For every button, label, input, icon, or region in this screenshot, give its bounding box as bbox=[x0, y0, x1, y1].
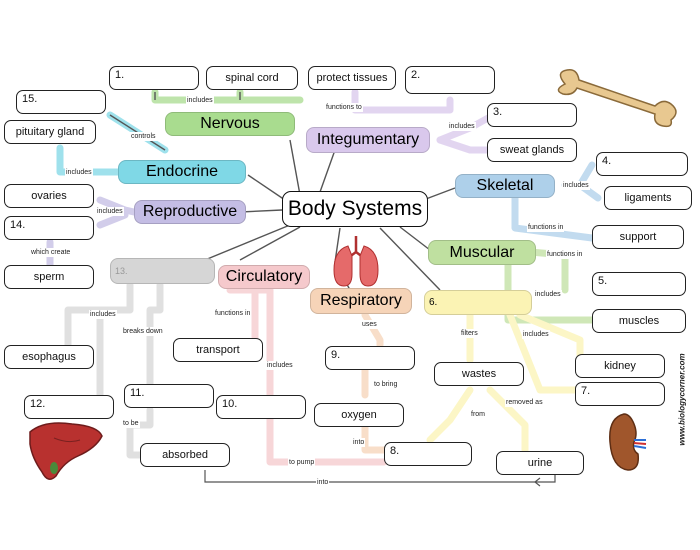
pituitary-gland-box: pituitary gland bbox=[4, 120, 96, 144]
link-label-to-bring: to bring bbox=[373, 380, 399, 389]
link-label-includes-muscular: includes bbox=[534, 290, 562, 299]
excretory-system-node: 6. bbox=[424, 290, 532, 315]
wastes-box: wastes bbox=[434, 362, 524, 386]
muscular-system-node: Muscular bbox=[428, 240, 536, 265]
nervous-system-node: Nervous bbox=[165, 112, 295, 136]
link-label-from: from bbox=[470, 410, 486, 419]
kidney-box: kidney bbox=[575, 354, 665, 378]
support-box: support bbox=[592, 225, 684, 249]
link-label-controls: controls bbox=[130, 132, 157, 141]
link-label-includes-reproductive: includes bbox=[96, 207, 124, 216]
body-systems-title: Body Systems bbox=[282, 191, 428, 227]
respiratory-system-node: Respiratory bbox=[310, 288, 412, 314]
link-label-functions-in-circulatory: functions in bbox=[214, 309, 252, 318]
endocrine-system-node: Endocrine bbox=[118, 160, 246, 184]
reproductive-system-node: Reproductive bbox=[134, 200, 246, 224]
link-label-functions-in-skeletal: functions in bbox=[527, 223, 565, 232]
link-label-includes-skeletal: includes bbox=[562, 181, 590, 190]
link-label-functions-in-muscular: functions in bbox=[546, 250, 584, 259]
link-label-filters: filters bbox=[460, 329, 479, 338]
link-label-includes-endocrine: includes bbox=[65, 168, 93, 177]
blank-box-3[interactable]: 3. bbox=[487, 103, 577, 127]
urine-box: urine bbox=[496, 451, 584, 475]
link-label-uses: uses bbox=[361, 320, 378, 329]
circulatory-system-node: Circulatory bbox=[218, 265, 310, 289]
link-label-to-pump: to pump bbox=[288, 458, 316, 467]
skeletal-system-node: Skeletal bbox=[455, 174, 555, 198]
spinal-cord-box: spinal cord bbox=[206, 66, 298, 90]
link-label-which-create: which create bbox=[30, 248, 72, 257]
link-label-includes-nervous: includes bbox=[186, 96, 214, 105]
ligaments-box: ligaments bbox=[604, 186, 692, 210]
lungs-illustration bbox=[333, 236, 379, 287]
source-watermark: www.biologycorner.com bbox=[677, 353, 687, 446]
bone-illustration bbox=[557, 68, 677, 128]
blank-box-11[interactable]: 11. bbox=[124, 384, 214, 408]
blank-box-12[interactable]: 12. bbox=[24, 395, 114, 419]
digestive-system-node: 13. bbox=[110, 258, 215, 284]
link-label-includes-integumentary: includes bbox=[448, 122, 476, 131]
blank-box-9[interactable]: 9. bbox=[325, 346, 415, 370]
integumentary-system-node: Integumentary bbox=[306, 127, 430, 153]
link-label-includes-circulatory: includes bbox=[266, 361, 294, 370]
sperm-box: sperm bbox=[4, 265, 94, 289]
blank-box-10[interactable]: 10. bbox=[216, 395, 306, 419]
blank-box-4[interactable]: 4. bbox=[596, 152, 688, 176]
blank-box-2[interactable]: 2. bbox=[405, 66, 495, 94]
link-label-to-be: to be bbox=[122, 419, 140, 428]
link-label-breaks-down: breaks down bbox=[122, 327, 164, 336]
link-label-includes-excretory: includes bbox=[522, 330, 550, 339]
link-label-into-respiratory: into bbox=[352, 438, 366, 447]
blank-box-14[interactable]: 14. bbox=[4, 216, 94, 240]
blank-box-15[interactable]: 15. bbox=[16, 90, 106, 114]
absorbed-box: absorbed bbox=[140, 443, 230, 467]
link-label-removed-as: removed as bbox=[505, 398, 544, 407]
blank-box-5[interactable]: 5. bbox=[592, 272, 686, 296]
blank-box-7[interactable]: 7. bbox=[575, 382, 665, 406]
link-label-includes-digestive: includes bbox=[89, 310, 117, 319]
transport-box: transport bbox=[173, 338, 263, 362]
ovaries-box: ovaries bbox=[4, 184, 94, 208]
muscles-box: muscles bbox=[592, 309, 686, 333]
protect-tissues-box: protect tissues bbox=[308, 66, 396, 90]
link-label-functions-to: functions to bbox=[325, 103, 363, 112]
oxygen-box: oxygen bbox=[314, 403, 404, 427]
blank-box-1[interactable]: 1. bbox=[109, 66, 199, 90]
link-label-into-bottom: into bbox=[316, 478, 330, 487]
blank-box-8[interactable]: 8. bbox=[384, 442, 472, 466]
sweat-glands-box: sweat glands bbox=[487, 138, 577, 162]
liver-illustration bbox=[29, 422, 103, 480]
esophagus-box: esophagus bbox=[4, 345, 94, 369]
kidney-illustration bbox=[609, 413, 647, 471]
